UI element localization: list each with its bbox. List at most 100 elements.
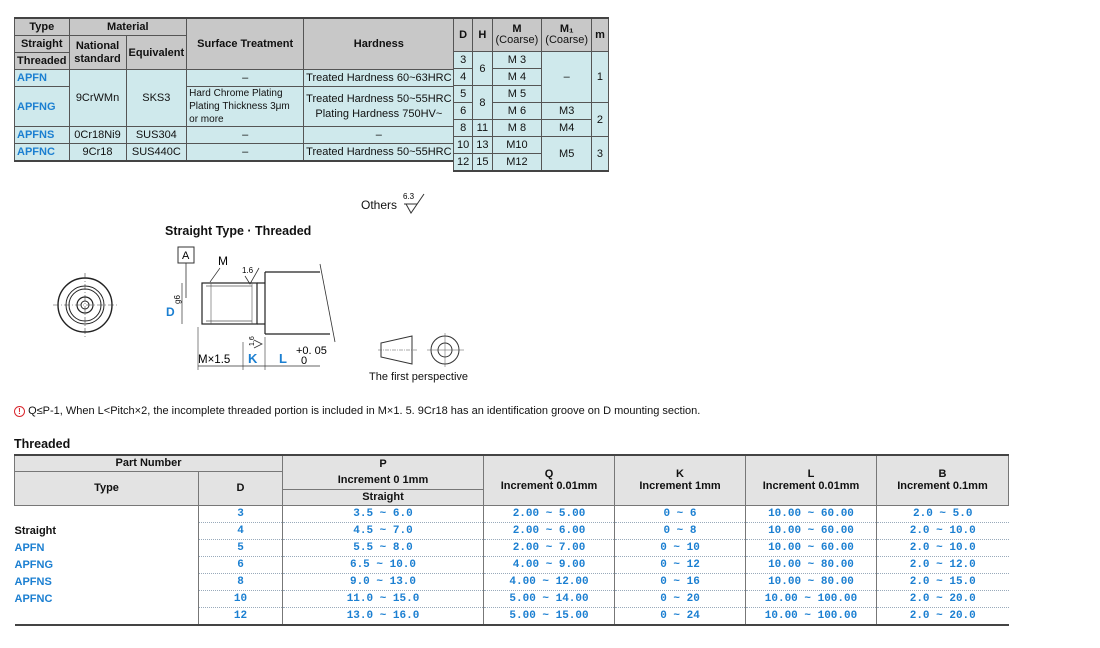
dim-m: M 5 (491, 85, 543, 103)
q-cell: 2.00 ~ 5.00 (483, 505, 615, 523)
label-g6: g6 (173, 295, 182, 304)
dim-h: 8 (472, 85, 493, 120)
drawing-title: Straight Type · Threaded (165, 224, 312, 238)
b-cell: 2.0 ~ 5.0 (876, 505, 1009, 523)
l-cell: 10.00 ~ 100.00 (745, 607, 877, 625)
q-cell: 5.00 ~ 14.00 (483, 590, 615, 608)
tolerance-lower: 0 (301, 355, 307, 367)
dim-d: 12 (452, 153, 474, 172)
dim-m: M12 (491, 153, 543, 172)
header-m: M(Coarse) (491, 17, 543, 52)
header-q-label: Q (544, 468, 554, 481)
k-cell: 0 ~ 6 (614, 505, 746, 523)
p-cell: 13.0 ~ 16.0 (282, 607, 484, 625)
dim-m1: M4 (541, 119, 593, 137)
national-9cr18: 9Cr18 (68, 143, 127, 162)
dim-d: 3 (452, 51, 474, 69)
header-l-inc: Increment 0.01mm (762, 480, 860, 493)
header-h: H (472, 17, 493, 52)
label-k: K (248, 351, 258, 366)
label-m: M (218, 254, 228, 268)
d-cell: 4 (198, 522, 283, 540)
tolerance-upper: +0. 05 (296, 345, 327, 357)
l-cell: 10.00 ~ 60.00 (745, 539, 877, 557)
header-type: Type (14, 470, 199, 506)
dim-m: M 6 (491, 102, 543, 120)
header-b-label: B (938, 468, 947, 481)
p-cell: 5.5 ~ 8.0 (282, 539, 484, 557)
dim-h: 11 (472, 119, 493, 137)
side-view-drawing: A M 1.6 D g6 1.6 M×1.5 K L +0. 05 0 (166, 246, 336, 370)
l-cell: 10.00 ~ 80.00 (745, 556, 877, 574)
header-m1-sub: (Coarse) (545, 34, 589, 46)
header-m-label: M (512, 23, 522, 35)
header-part-number: Part Number (14, 454, 283, 472)
perspective-label: The first perspective (369, 371, 469, 383)
k-cell: 0 ~ 20 (614, 590, 746, 608)
equivalent-sks3: SKS3 (125, 69, 188, 127)
dim-h: 13 (472, 136, 493, 154)
dim-h: 15 (472, 153, 493, 172)
others-roughness: Others (361, 198, 397, 212)
p-cell: 9.0 ~ 13.0 (282, 573, 484, 591)
header-m1-label: M₁ (559, 23, 574, 35)
l-cell: 10.00 ~ 60.00 (745, 505, 877, 523)
dim-m1: M3 (541, 102, 593, 120)
header-p: P (282, 454, 484, 471)
hardness-apfns: – (303, 126, 455, 144)
dim-d: 10 (452, 136, 474, 154)
roughness-side: 1.6 (249, 336, 256, 346)
type-apfng: APFNG (14, 86, 70, 127)
surface-apfnc: – (186, 143, 305, 162)
dim-h: 6 (472, 51, 493, 86)
header-national: National standard (68, 35, 127, 70)
k-cell: 0 ~ 8 (614, 522, 746, 540)
q-cell: 4.00 ~ 9.00 (483, 556, 615, 574)
type-cell: APFNC (14, 590, 199, 607)
p-cell: 3.5 ~ 6.0 (282, 505, 484, 523)
q-cell: 4.00 ~ 12.00 (483, 573, 615, 591)
national-9crwmn: 9CrWMn (68, 69, 127, 127)
type-cell (14, 505, 199, 522)
type-cell: Straight (14, 522, 199, 539)
type-cell: APFN (14, 539, 199, 556)
header-l-label: L (807, 468, 815, 481)
header-mm: m (591, 17, 609, 52)
d-cell: 12 (198, 607, 283, 625)
dim-mm: 3 (591, 136, 609, 172)
d-cell: 8 (198, 573, 283, 591)
l-cell: 10.00 ~ 60.00 (745, 522, 877, 540)
equivalent-sus440c: SUS440C (125, 143, 188, 162)
note-text: Q≤P-1, When L<Pitch×2, the incomplete th… (28, 405, 701, 417)
type-apfns: APFNS (14, 126, 70, 144)
roughness-top: 1.6 (242, 266, 254, 275)
type-cell: APFNG (14, 556, 199, 573)
header-d: D (452, 17, 474, 52)
b-cell: 2.0 ~ 15.0 (876, 573, 1009, 591)
header-b-inc: Increment 0.1mm (897, 480, 988, 493)
header-d: D (198, 470, 283, 506)
dim-d: 4 (452, 68, 474, 86)
dim-d: 5 (452, 85, 474, 103)
b-cell: 2.0 ~ 12.0 (876, 556, 1009, 574)
header-material: Material (68, 17, 188, 36)
roughness-symbol-icon: 6.3 (403, 192, 425, 214)
header-k-label: K (676, 468, 684, 481)
b-cell: 2.0 ~ 20.0 (876, 607, 1009, 625)
hardness-apfng: Treated Hardness 50~55HRC Plating Hardne… (303, 86, 455, 127)
equivalent-sus304: SUS304 (125, 126, 188, 144)
header-hardness: Hardness (303, 17, 455, 70)
k-cell: 0 ~ 24 (614, 607, 746, 625)
header-k-inc: Increment 1mm (639, 480, 721, 493)
header-p-straight: Straight (282, 488, 484, 506)
label-mx: M×1.5 (198, 354, 230, 366)
roughness-others-value: 6.3 (403, 192, 415, 201)
dim-m: M 8 (491, 119, 543, 137)
end-view-drawing (53, 273, 117, 337)
